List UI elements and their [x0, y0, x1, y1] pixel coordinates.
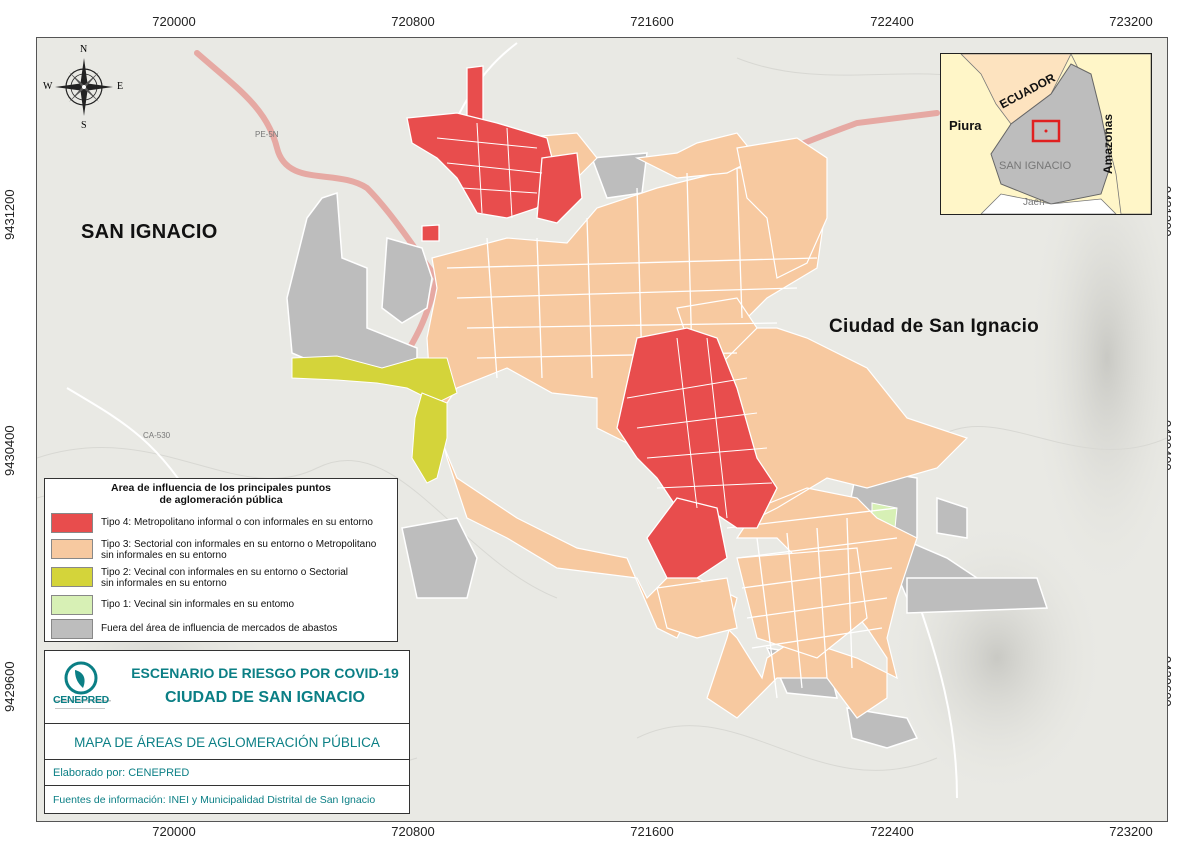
- compass-s: S: [81, 120, 87, 131]
- coord-x-bottom-3: 721600: [630, 824, 674, 839]
- terrain-shade: [1027, 118, 1167, 598]
- legend-label-tipo2: Tipo 2: Vecinal con informales en su ent…: [101, 567, 348, 589]
- district-label: SAN IGNACIO: [81, 221, 218, 243]
- location-inset: ECUADOR Piura Amazonas SAN IGNACIO Jaen: [940, 53, 1152, 215]
- coord-x-top-4: 722400: [870, 14, 914, 29]
- red-block-lines: [436, 122, 773, 519]
- coord-x-top-1: 720000: [152, 14, 196, 29]
- legend-title-line2: de aglomeración pública: [159, 494, 283, 506]
- coord-x-bottom-1: 720000: [152, 824, 196, 839]
- coord-y-left-1: 9431200: [2, 189, 17, 240]
- title-divider: [45, 785, 409, 786]
- title-main-line2: CIUDAD DE SAN IGNACIO: [164, 689, 365, 706]
- inset-label-san-ignacio: SAN IGNACIO: [999, 160, 1072, 172]
- legend-item-tipo1: Tipo 1: Vecinal sin informales en su ent…: [51, 595, 391, 615]
- legend-swatch-tipo4: [51, 513, 93, 533]
- cenepred-logo-icon: [55, 661, 111, 709]
- legend-label-fuera: Fuera del área de influencia de mercados…: [101, 623, 338, 634]
- road-label-ca530: CA-530: [143, 431, 171, 440]
- legend-label-tipo1: Tipo 1: Vecinal sin informales en su ent…: [101, 599, 295, 610]
- coord-y-left-2: 9430400: [2, 425, 17, 476]
- legend-swatch-tipo1: [51, 595, 93, 615]
- coord-x-top-5: 723200: [1109, 14, 1153, 29]
- legend-item-tipo3: Tipo 3: Sectorial con informales en su e…: [51, 539, 391, 561]
- city-label: Ciudad de San Ignacio: [829, 316, 1040, 337]
- coord-x-top-3: 721600: [630, 14, 674, 29]
- compass-rose: N S E W: [43, 44, 124, 131]
- road-label-pe5n: PE-5N: [255, 130, 279, 139]
- coord-x-bottom-2: 720800: [391, 824, 435, 839]
- compass-icon: [55, 58, 113, 116]
- legend-item-tipo4: Tipo 4: Metropolitano informal o con inf…: [51, 513, 391, 533]
- legend-item-fuera: Fuera del área de influencia de mercados…: [51, 619, 391, 639]
- coord-x-bottom-5: 723200: [1109, 824, 1153, 839]
- inset-label-piura: Piura: [949, 118, 982, 133]
- title-divider: [45, 723, 409, 724]
- legend-title-line1: Area de influencia de los principales pu…: [111, 482, 331, 494]
- compass-n: N: [80, 44, 88, 55]
- legend-swatch-fuera: [51, 619, 93, 639]
- legend-label-tipo4: Tipo 4: Metropolitano informal o con inf…: [101, 517, 373, 528]
- title-divider: [45, 759, 409, 760]
- cenepred-logo: CENEPRED: [53, 658, 113, 716]
- inset-label-jaen: Jaen: [1023, 197, 1045, 208]
- compass-e: E: [117, 81, 124, 92]
- inset-map: [941, 54, 1151, 214]
- compass-w: W: [43, 81, 53, 92]
- inset-label-amazonas: Amazonas: [1101, 113, 1115, 174]
- coord-y-left-3: 9429600: [2, 661, 17, 712]
- title-block: CENEPRED ESCENARIO DE RIESGO POR COVID-1…: [44, 650, 410, 814]
- legend-title: Area de influencia de los principales pu…: [45, 482, 397, 506]
- legend-item-tipo2: Tipo 2: Vecinal con informales en su ent…: [51, 567, 391, 589]
- legend-label-tipo3: Tipo 3: Sectorial con informales en su e…: [101, 539, 377, 561]
- logo-text: CENEPRED: [53, 694, 109, 706]
- legend-swatch-tipo2: [51, 567, 93, 587]
- sources-text: Fuentes de información: INEI y Municipal…: [53, 794, 376, 806]
- coord-x-bottom-4: 722400: [870, 824, 914, 839]
- map-legend: Area de influencia de los principales pu…: [44, 478, 398, 642]
- map-title: MAPA DE ÁREAS DE AGLOMERACIÓN PÚBLICA: [74, 735, 380, 750]
- coord-x-top-2: 720800: [391, 14, 435, 29]
- author-text: Elaborado por: CENEPRED: [53, 767, 190, 779]
- map-canvas[interactable]: SAN IGNACIO Ciudad de San Ignacio PE-5N …: [36, 37, 1168, 822]
- legend-swatch-tipo3: [51, 539, 93, 559]
- title-main-line1: ESCENARIO DE RIESGO POR COVID-19: [131, 665, 399, 681]
